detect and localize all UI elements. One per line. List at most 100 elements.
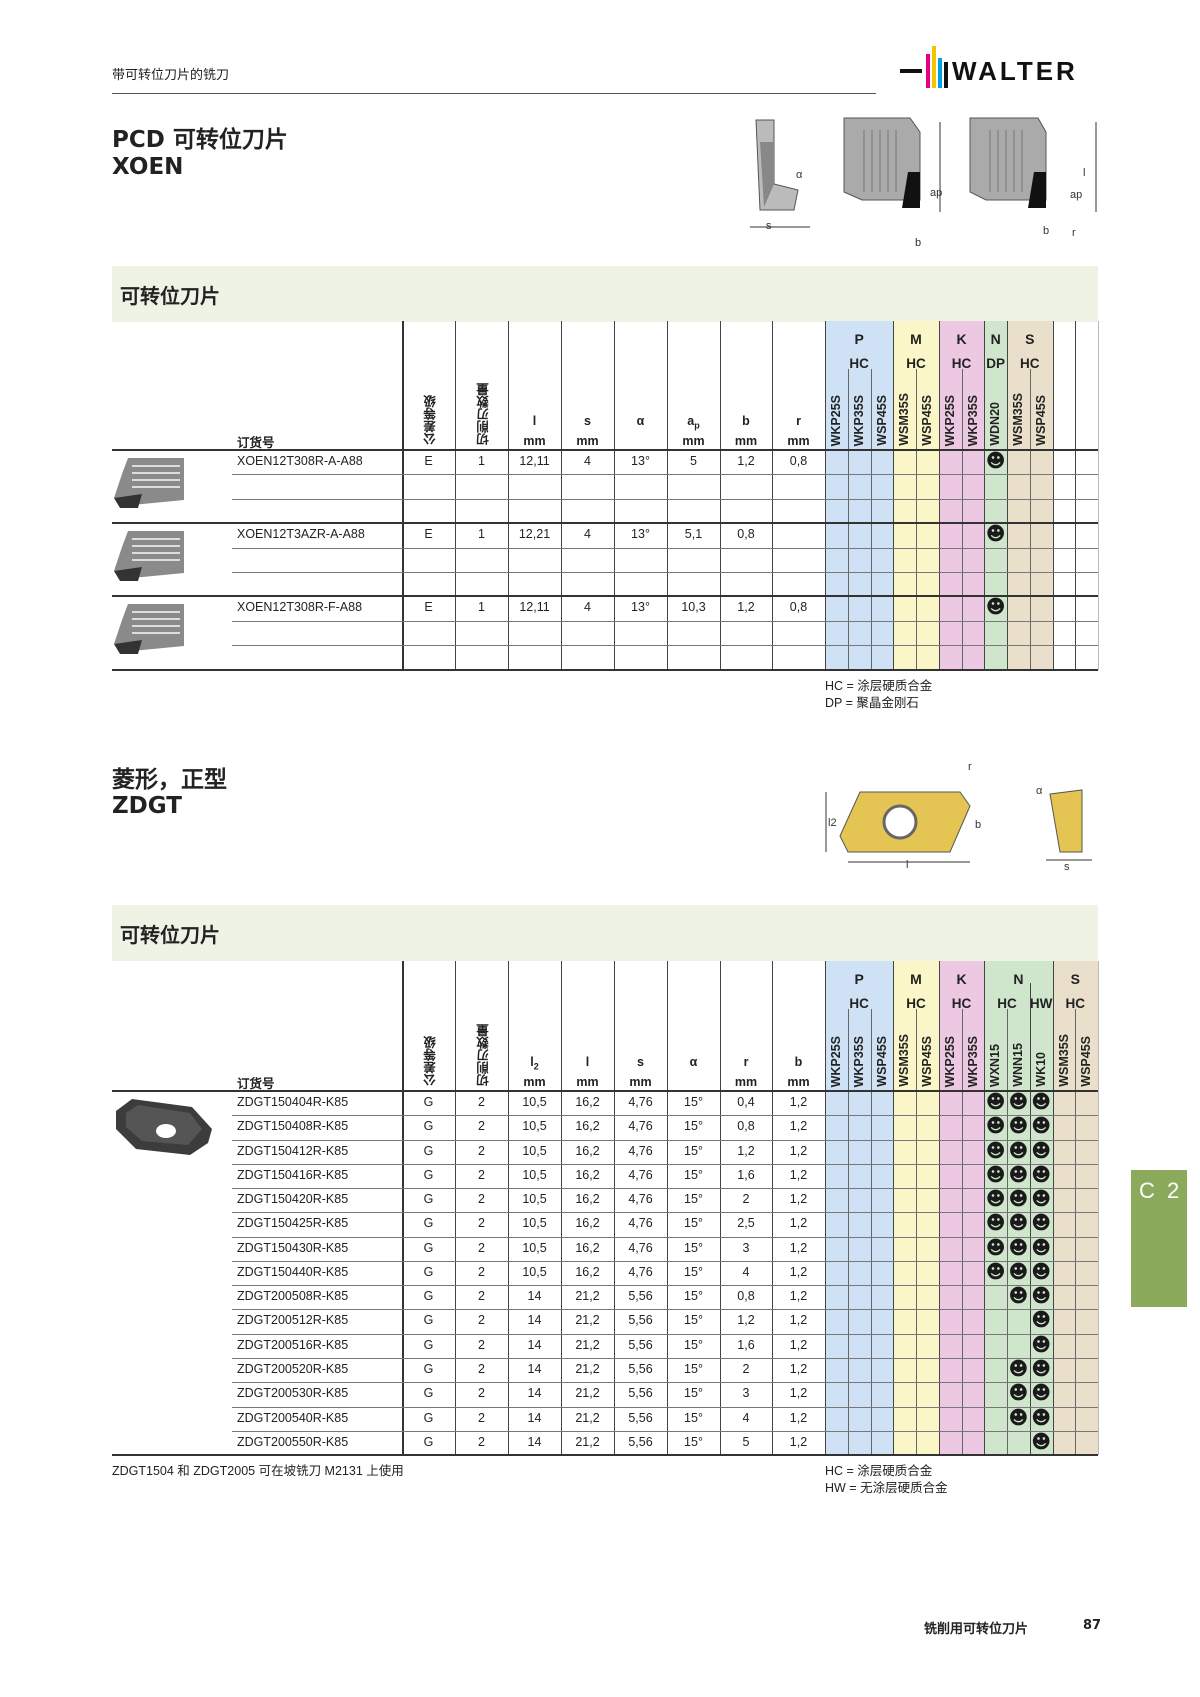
xoen-dimension-drawing: s α ap b ap b r l [740,112,1100,257]
row-rule [232,1333,1098,1335]
table-right-border [1098,961,1099,1456]
svg-text:α: α [796,169,803,181]
dimension-symbol: r [743,1055,749,1069]
row-group-rule [112,595,1098,598]
dimension-value: 10,5 [522,1264,547,1279]
grade-name: WSP45S [920,1036,934,1087]
tolerance-class: G [423,1386,434,1401]
dimension-unit: mm [787,1074,810,1089]
group-divider [893,961,895,1456]
chapter-tab[interactable]: C 2 [1131,1170,1187,1307]
grade-name: WKP35S [965,394,980,446]
svg-text:s: s [766,220,772,232]
suitability-icon: ☻ [985,1212,1006,1235]
material-group-N [984,321,1007,670]
grade-type-label: HC [849,356,869,371]
dimension-value: 1,2 [789,1192,808,1207]
suitability-icon: ☻ [985,1260,1006,1283]
suitability-icon: ☻ [1008,1139,1029,1162]
dimension-value: 15° [684,1289,703,1304]
dimension-value: 1,2 [737,1313,755,1328]
dimension-symbol: b [794,1055,803,1069]
dimension-value: 14 [527,1289,542,1304]
dimension-value: 2 [742,1361,750,1376]
dimension-symbol: r [796,414,801,428]
column-divider [614,321,615,670]
grade-name: WXN15 [988,1043,1003,1087]
material-group-letter: K [956,331,967,347]
group-divider [938,961,940,1456]
material-group-P [825,961,894,1456]
row-rule [232,1236,1098,1238]
tolerance-header: 公差等级 [424,1036,438,1086]
table-footnote: ZDGT1504 和 ZDGT2005 可在坡铣刀 M2131 上使用 [112,1464,404,1479]
order-number: ZDGT200530R-K85 [237,1386,349,1401]
dimension-value: 21,2 [575,1289,600,1304]
dimension-unit: mm [523,1074,546,1089]
tolerance-class: G [423,1264,434,1279]
dimension-value: 5,1 [684,527,703,542]
dimension-symbol: l [585,1055,590,1069]
dimension-value: 1,2 [789,1434,808,1449]
column-divider [825,961,826,1456]
cutting-edges: 2 [478,1434,485,1449]
order-number: ZDGT150430R-K85 [237,1240,349,1255]
grade-divider [1029,369,1031,670]
tolerance-class: G [423,1337,434,1352]
dimension-value: 1,2 [789,1337,808,1352]
cutting-edges: 2 [478,1095,485,1109]
dimension-value: 1,2 [789,1264,808,1279]
material-group-N [984,961,1053,1456]
svg-text:b: b [915,237,921,249]
order-number: ZDGT150408R-K85 [237,1119,349,1134]
dimension-value: 1,2 [789,1216,808,1231]
grade-divider [870,1009,872,1456]
dimension-value: 0,8 [737,1289,755,1304]
dimension-value: 4 [742,1410,750,1425]
svg-text:b: b [1043,225,1049,237]
order-number: ZDGT150412R-K85 [237,1143,349,1158]
dimension-value: 15° [684,1216,703,1231]
tolerance-class: E [424,527,433,542]
grade-name: WNN15 [1011,1043,1025,1087]
suitability-icon: ☻ [1008,1357,1029,1380]
dimension-value: 10,5 [522,1240,547,1255]
column-divider [825,321,826,670]
grade-name: WSP45S [1079,1036,1094,1087]
suitability-icon: ☻ [1031,1212,1052,1235]
grade-type-label: HW [1029,996,1053,1011]
cutting-edges: 2 [478,1264,485,1279]
table-bottom-rule [112,1454,1098,1457]
material-group-P [825,321,894,670]
cutting-edges: 2 [478,1337,485,1352]
order-number: ZDGT200540R-K85 [237,1410,349,1425]
tolerance-header: 公差等级 [424,395,438,445]
grade-divider [916,1009,917,1456]
suitability-icon: ☻ [1031,1430,1052,1453]
dimension-value: 0,8 [789,600,808,615]
cutting-edges: 2 [478,1313,485,1328]
grade-type-label: DP [986,356,1005,371]
dimension-value: 10,5 [522,1216,547,1231]
dimension-value: 15° [684,1337,703,1352]
